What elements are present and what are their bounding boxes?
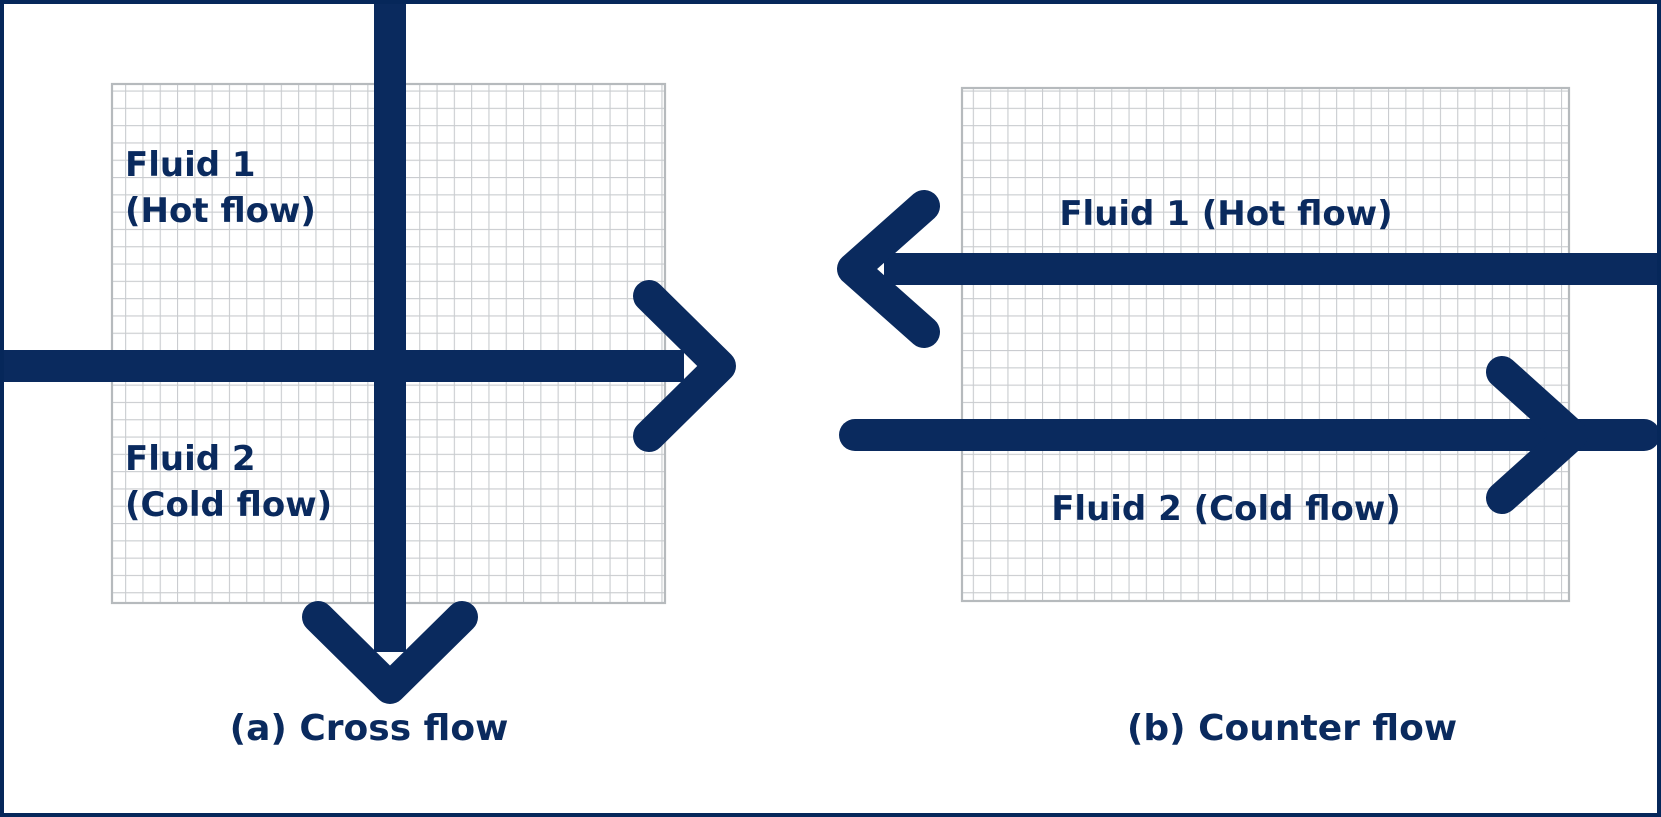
label-fluid-2-cold-line2: (Cold flow) [125,485,332,525]
caption-cross-flow: (a) Cross flow [230,708,509,749]
diagram-canvas: Fluid 1 (Hot flow) Fluid 2 (Cold flow) (… [4,4,1657,749]
grid-paper-counter-flow [960,86,1571,603]
arrowhead-left [837,190,940,348]
caption-counter-flow: (b) Counter flow [1127,708,1457,749]
arrowhead-down [302,601,478,704]
label-fluid-1-hot-line2: (Hot flow) [125,191,316,231]
label-fluid-1-hot-line1: Fluid 1 [125,145,256,185]
counter-flow-hot-arrow [837,190,1657,348]
label-fluid-2-cold-line1: Fluid 2 [125,439,256,479]
label-fluid-2-cold-inline: Fluid 2 (Cold flow) [1051,489,1401,529]
arrowhead-right-cold [1486,356,1588,514]
arrowhead-right [633,280,736,452]
label-fluid-1-hot-inline: Fluid 1 (Hot flow) [1059,194,1392,234]
cross-flow-horizontal-arrow [4,280,736,452]
counter-flow-cold-arrow [839,356,1657,514]
cross-flow-vertical-arrow [302,4,478,704]
panel-cross-flow: Fluid 1 (Hot flow) Fluid 2 (Cold flow) (… [4,4,736,749]
panel-counter-flow: Fluid 1 (Hot flow) Fluid 2 (Cold flow) (… [837,86,1657,749]
